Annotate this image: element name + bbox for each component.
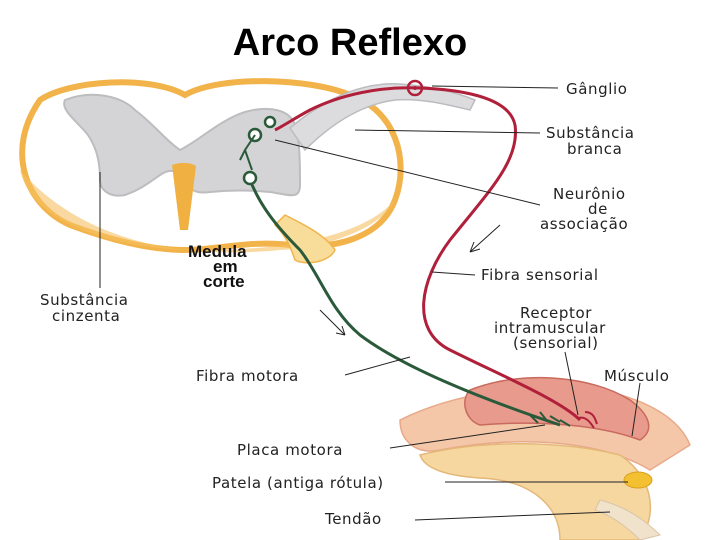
label-neuronio-3: associação <box>540 215 628 233</box>
pointer-fibra-motora <box>344 356 411 376</box>
muscle <box>464 376 650 441</box>
label-placa-motora: Placa motora <box>237 441 343 459</box>
sensory-fiber <box>274 86 582 422</box>
label-fibra-motora: Fibra motora <box>196 367 299 385</box>
label-receptor-1: Receptor <box>520 304 592 322</box>
tendon <box>594 499 661 540</box>
motor-neuron-dendrites <box>239 134 256 171</box>
pointer-musculo <box>631 382 641 437</box>
label-receptor-3: (sensorial) <box>513 334 599 352</box>
receptor-endings <box>577 411 598 429</box>
ventral-root <box>273 214 336 264</box>
label-tendao: Tendão <box>324 510 382 528</box>
label-musculo: Músculo <box>604 367 670 385</box>
label-medula-2: em <box>213 257 238 276</box>
central-canal <box>172 162 196 230</box>
motor-plate-endings <box>529 411 571 427</box>
pointer-placa-motora <box>389 424 546 449</box>
label-fibra-sensorial: Fibra sensorial <box>481 266 599 284</box>
label-ganglio: Gânglio <box>566 80 628 98</box>
label-substancia-cinzenta-1: Substância <box>40 291 129 309</box>
ganglion-cell-icon <box>406 79 424 97</box>
motor-fiber <box>248 179 561 427</box>
label-neuronio-2: de <box>588 200 608 218</box>
pointer-tendao <box>414 511 611 521</box>
label-substancia-branca-1: Substância <box>546 124 635 142</box>
label-medula-1: Medula <box>188 242 247 261</box>
pointer-neuronio <box>274 139 541 206</box>
label-medula-3: corte <box>203 272 245 291</box>
label-neuronio-1: Neurônio <box>553 185 626 203</box>
pointer-receptor <box>564 351 579 416</box>
label-substancia-cinzenta-2: cinzenta <box>52 307 120 325</box>
pointer-substancia-branca <box>354 129 541 134</box>
pointer-ganglio <box>431 85 559 89</box>
sensory-direction-arrow <box>469 224 501 253</box>
pointer-fibra-sensorial <box>431 271 476 276</box>
label-receptor-2: intramuscular <box>494 319 606 337</box>
patella <box>623 471 653 489</box>
page-title: Arco Reflexo <box>232 22 468 64</box>
label-patela: Patela (antiga rótula) <box>212 474 384 492</box>
motor-direction-arrow <box>319 309 346 336</box>
label-substancia-branca-2: branca <box>567 140 622 158</box>
association-neuron-2-icon <box>263 115 277 129</box>
leg-bone <box>419 443 652 540</box>
ganglion-cell-nucleus <box>413 86 417 90</box>
motor-neuron-icon <box>242 170 258 186</box>
